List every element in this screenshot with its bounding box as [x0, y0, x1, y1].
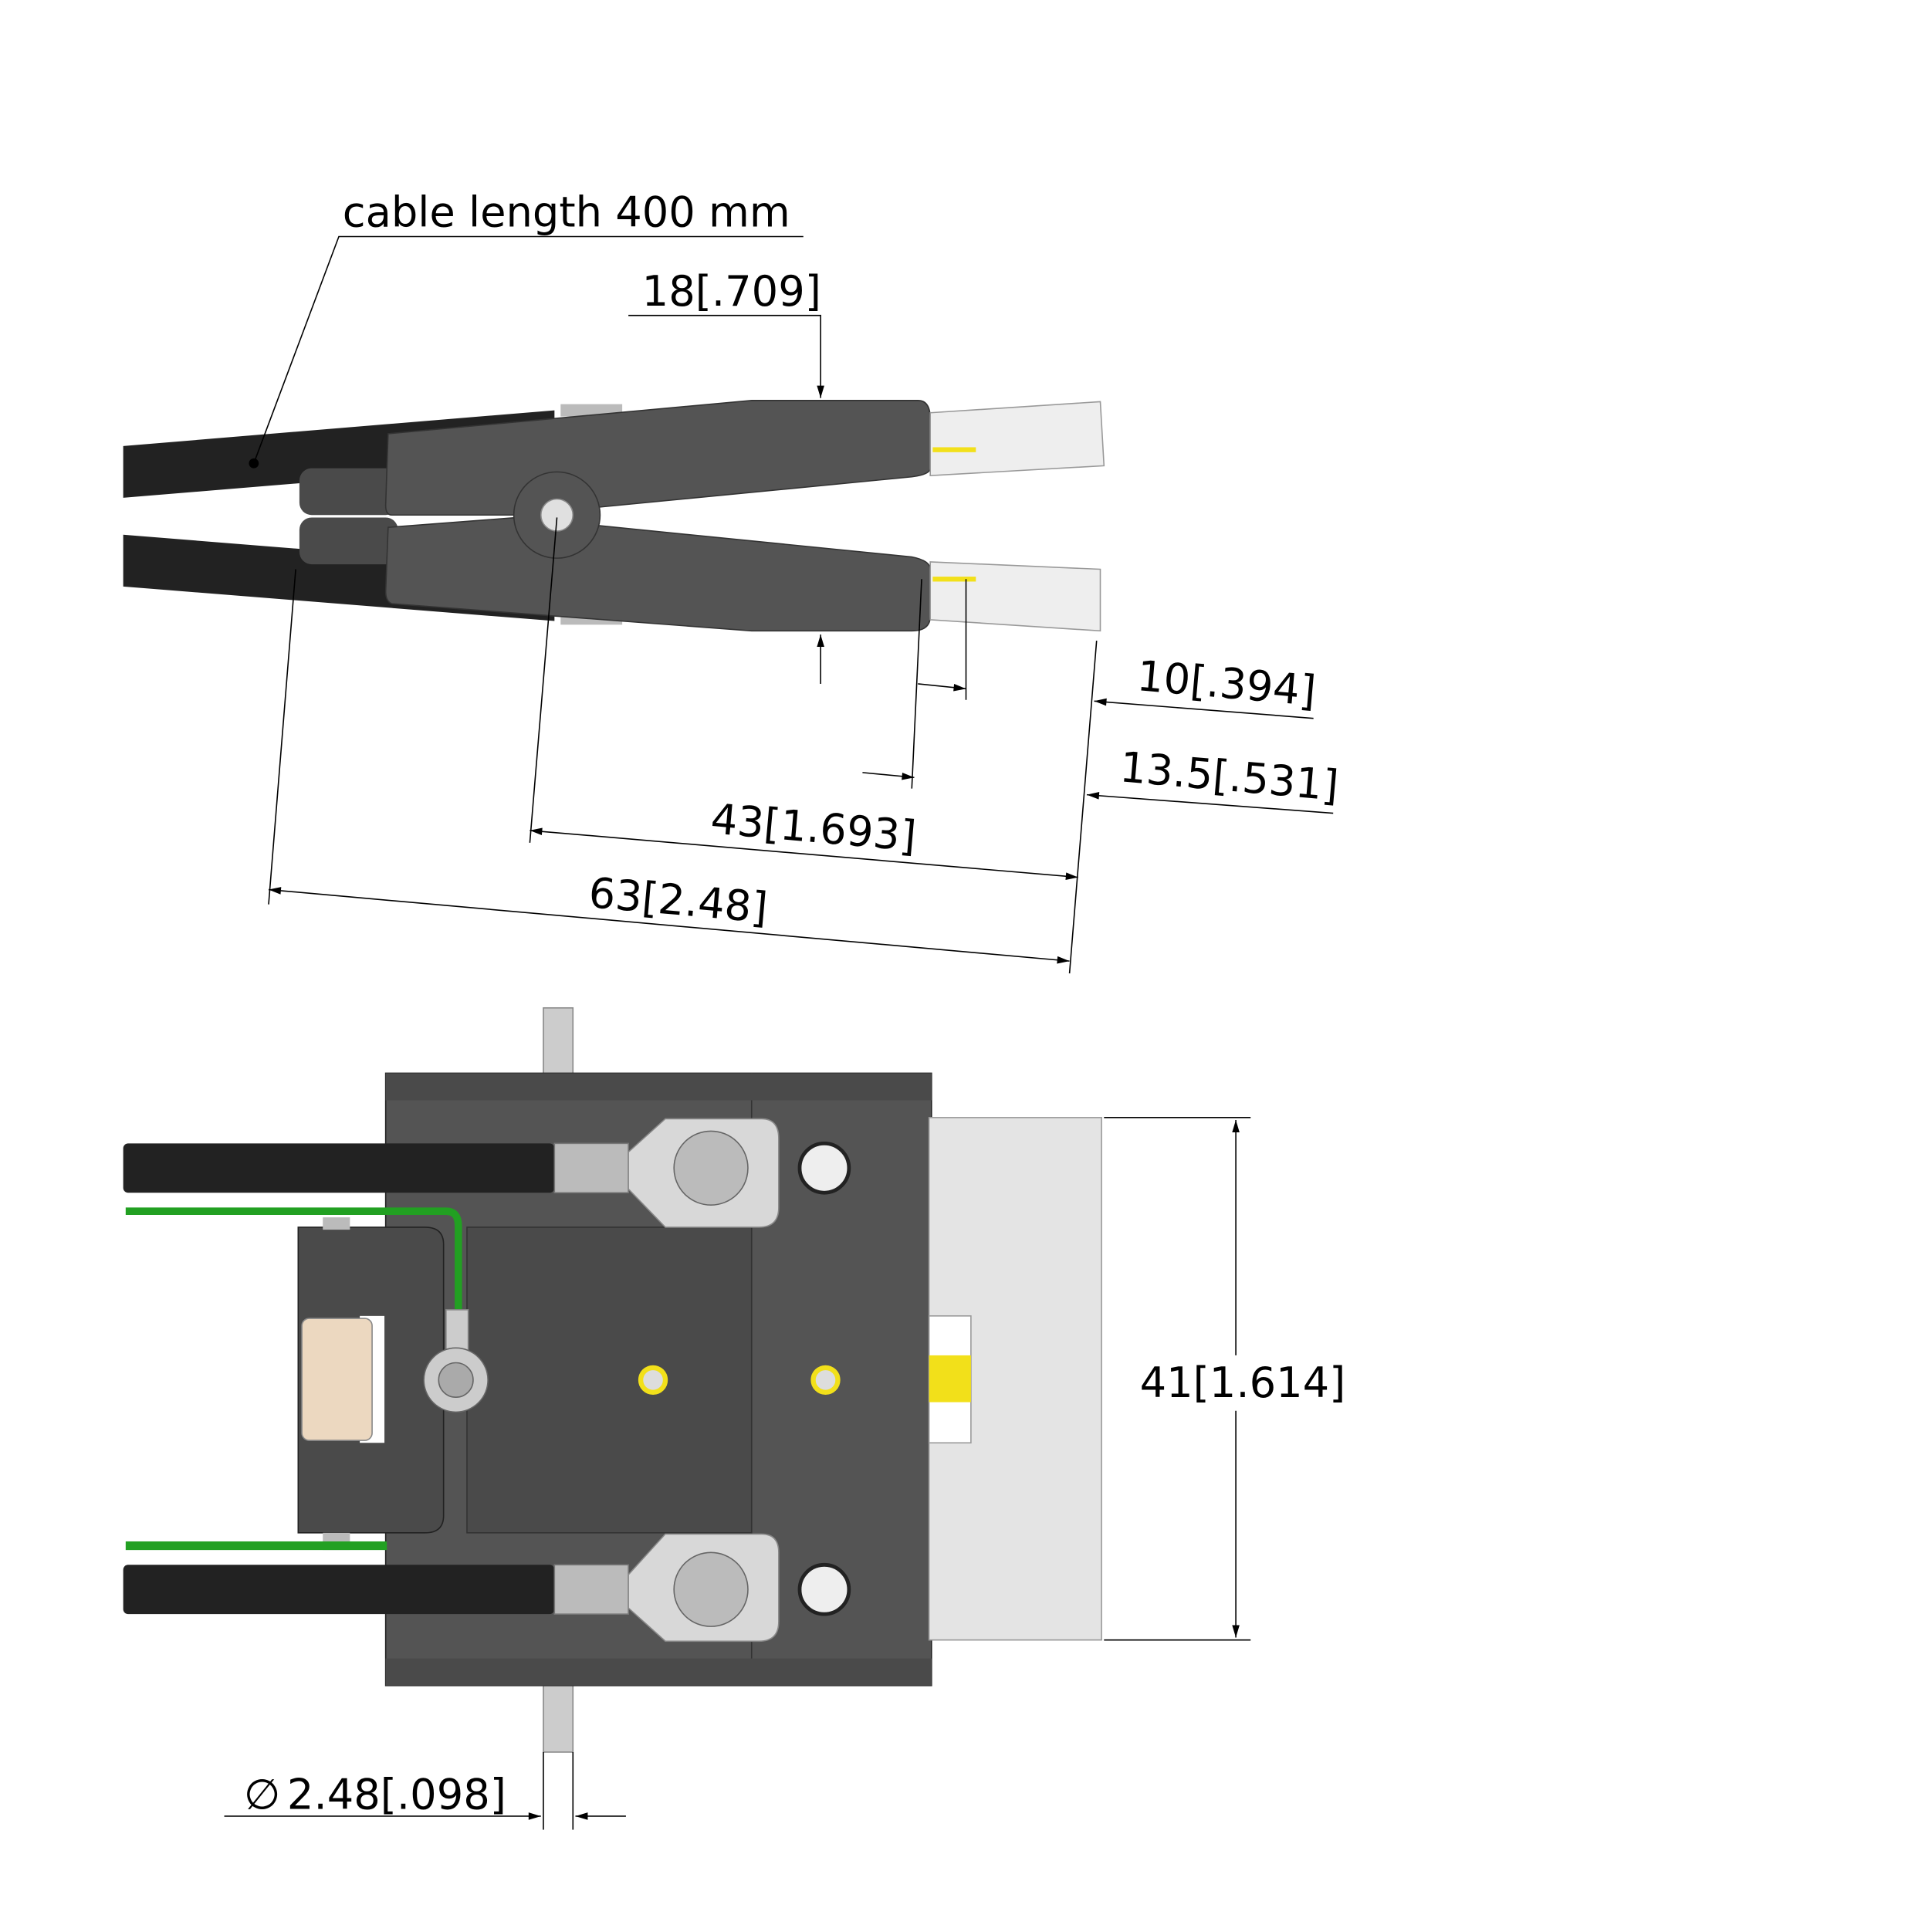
cable-top — [123, 1143, 555, 1193]
dim-pin-diameter-label: 2.48[.098] — [287, 1770, 506, 1819]
connector-upper — [929, 401, 1105, 477]
jaw-upper — [384, 399, 932, 516]
roller — [301, 1318, 373, 1441]
connector-lower — [929, 561, 1101, 632]
dim-41-label: 41[1.614] — [1140, 1358, 1346, 1407]
pin-bottom — [543, 1683, 574, 1753]
clamp-side-view — [123, 399, 1105, 632]
pin-top — [543, 1007, 574, 1077]
dim-width-label: 18[.709] — [642, 267, 821, 316]
dim-43-label: 43[1.693] — [709, 794, 918, 861]
dim-63-label: 63[2.48] — [587, 868, 770, 932]
contact — [929, 1355, 971, 1402]
ground-wire-bottom — [125, 1541, 387, 1551]
cable-length-label: cable length 400 mm — [343, 188, 790, 237]
dimension-lines-bottom — [224, 1117, 1251, 1830]
cable-bottom — [123, 1565, 555, 1615]
diameter-icon: ∅ — [244, 1770, 280, 1819]
ground-wire-top — [125, 1207, 462, 1313]
jaw-lower — [384, 516, 932, 632]
clamp-top-view — [123, 1007, 1102, 1753]
dimension-lines-top — [253, 235, 1334, 974]
